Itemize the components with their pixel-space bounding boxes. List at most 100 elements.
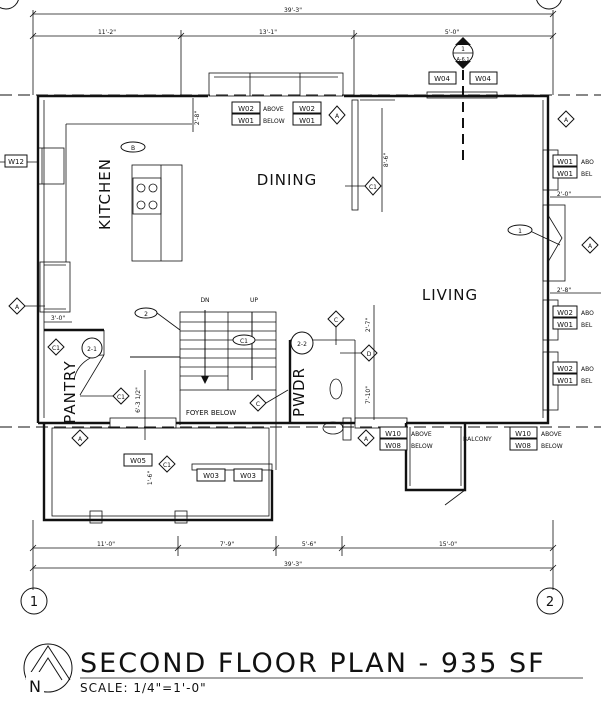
windows-w01-label: W01 [557, 158, 573, 166]
windows-w10-label: W10 [515, 430, 531, 438]
tags-c1-label: C1 [240, 338, 248, 345]
north-arrow-icon: N [23, 643, 73, 696]
dimensions-bottom-b-label: 7'-9" [220, 541, 234, 548]
dimensions-bottom-c-label: 5'-6" [302, 541, 316, 548]
window-w12: W12 [0, 147, 65, 185]
grid-bubble-1: 1 [20, 587, 48, 615]
windows-below-label: BELOW [541, 443, 563, 450]
room-pwdr: PWDR [290, 367, 308, 417]
grid-bubble-top-right [536, 0, 562, 10]
top-dimensions: 39'-3" 11'-2" 13'-1" 5'-0" [29, 7, 557, 95]
tag-2: 2 [134, 307, 181, 331]
tags-a-6-1-label: A-6.1 [456, 57, 469, 63]
tags-a-label: A [564, 117, 569, 124]
windows-below-label: BELOW [411, 443, 433, 450]
below-label: BELOW [263, 118, 285, 125]
north-label: N [29, 677, 41, 696]
window-w03-tags: W03 W03 [191, 463, 273, 482]
dimensions-d-2-8b-label: 2'-8" [557, 287, 571, 294]
tags-t22-label: 2-2 [297, 341, 307, 348]
windows-above-label: ABOVE [541, 431, 562, 438]
bottom-dimensions: 11'-0" 7'-9" 5'-6" 15'-0" 39'-3" [29, 520, 557, 590]
windows-w10-label: W10 [385, 430, 401, 438]
room-dining: DINING [257, 171, 317, 189]
stair-up: UP [250, 297, 258, 304]
tags-a-label: A [335, 113, 340, 120]
dimensions-d-2-7-label: 2'-7" [365, 318, 372, 332]
stair-dn: DN [200, 297, 209, 304]
dim-top-b: 13'-1" [259, 29, 277, 36]
windows-w03-label: W03 [203, 472, 219, 480]
tags-t21-label: 2-1 [87, 346, 97, 353]
grid-right-label: 2 [546, 595, 554, 610]
windows-w08-label: W08 [515, 442, 531, 450]
tags-a-label: A [588, 243, 593, 250]
window-w02-label: W02 [238, 105, 254, 113]
window-w01-label: W01 [238, 117, 254, 125]
dim-top-total: 39'-3" [284, 7, 302, 14]
section-marker: 1 A-6.1 [452, 37, 474, 165]
windows-w02-label: W02 [557, 365, 573, 373]
dimensions-d-7-10-label: 7'-10" [365, 386, 372, 404]
tags-c-label: C [256, 401, 260, 408]
powder-room: 2-2 C D 2'-7" 7'-10" [288, 305, 378, 441]
dimensions-d-2-0a-label: 2'-0" [557, 191, 571, 198]
dim-top-a: 11'-2" [98, 29, 116, 36]
windows-bel-cut-label: BEL [581, 171, 593, 178]
dimensions-bottom-d-label: 15'-0" [439, 541, 457, 548]
grid-left-label: 1 [30, 595, 38, 610]
tags-c-label: C [334, 317, 338, 324]
tags-c1-label: C1 [163, 462, 171, 469]
windows-w08-label: W08 [385, 442, 401, 450]
balcony: A W10 W08 ABOVE BELOW BALCONY W10 W08 AB… [354, 417, 563, 506]
dimensions-d-6-3-label: 6'-3 1/2" [135, 387, 142, 413]
dimensions-d-1-6-label: 1'-6" [147, 471, 154, 485]
dimensions-d-3-0-label: 3'-0" [51, 315, 65, 322]
tag-a-left: A 3'-0" [8, 297, 72, 323]
room-foyer-below: FOYER BELOW [186, 409, 236, 417]
windows-w02-label: W02 [557, 309, 573, 317]
dimensions-d-8-6-label: 8'-6" [383, 153, 390, 167]
window-w04-tags: W04 W04 [426, 71, 498, 99]
tags-d-label: D [367, 351, 372, 358]
tag-a-right-top: A [557, 110, 575, 128]
tags-c1-label: C1 [117, 394, 125, 401]
tag-a-top: A [328, 105, 346, 125]
dimensions-bottom-total-label: 39'-3" [284, 561, 302, 568]
above-label: ABOVE [263, 106, 284, 113]
window-tag-top-left: W02 W01 ABOVE BELOW W02 W01 [231, 101, 322, 126]
tags-b-label: B [131, 145, 135, 152]
bay-window-top [208, 72, 344, 97]
windows-bel-cut-label: BEL [581, 378, 593, 385]
grid-bubble-2: 2 [536, 587, 564, 615]
tags-c1-label: C1 [369, 184, 377, 191]
windows-abo-cut-label: ABO [581, 366, 594, 373]
window-w05: W05 A C1 1'-6" [71, 417, 177, 485]
windows-w01-label: W01 [557, 321, 573, 329]
windows-abo-cut-label: ABO [581, 159, 594, 166]
tags-c1-label: C1 [52, 345, 60, 352]
stairs: DN UP C1 C [130, 297, 289, 470]
windows-w01-label: W01 [557, 377, 573, 385]
tags-a-label: A [364, 436, 369, 443]
windows-w04-label: W04 [475, 75, 491, 83]
tags-a-label: A [78, 436, 83, 443]
room-living: LIVING [422, 286, 478, 304]
room-kitchen: KITCHEN [96, 158, 114, 230]
tags-a-label: A [15, 304, 20, 311]
dim-2-8: 2'-8" [194, 111, 201, 125]
plan-scale: SCALE: 1/4"=1'-0" [80, 681, 207, 695]
windows-w01-label: W01 [557, 170, 573, 178]
windows-w12-label: W12 [8, 158, 24, 166]
dim-top-c: 5'-0" [445, 29, 459, 36]
grid-bubble-top-left [0, 0, 19, 10]
windows-bel-cut-label: BEL [581, 322, 593, 329]
windows-abo-cut-label: ABO [581, 310, 594, 317]
windows-above-label: ABOVE [411, 431, 432, 438]
windows-w04-label: W04 [434, 75, 450, 83]
exterior-walls [36, 94, 550, 425]
dining-living-partition: 8'-6" C1 [345, 99, 395, 212]
tag-b: B [120, 141, 146, 153]
dimensions-bottom-a-label: 11'-0" [97, 541, 115, 548]
room-pantry: PANTRY [61, 360, 79, 423]
